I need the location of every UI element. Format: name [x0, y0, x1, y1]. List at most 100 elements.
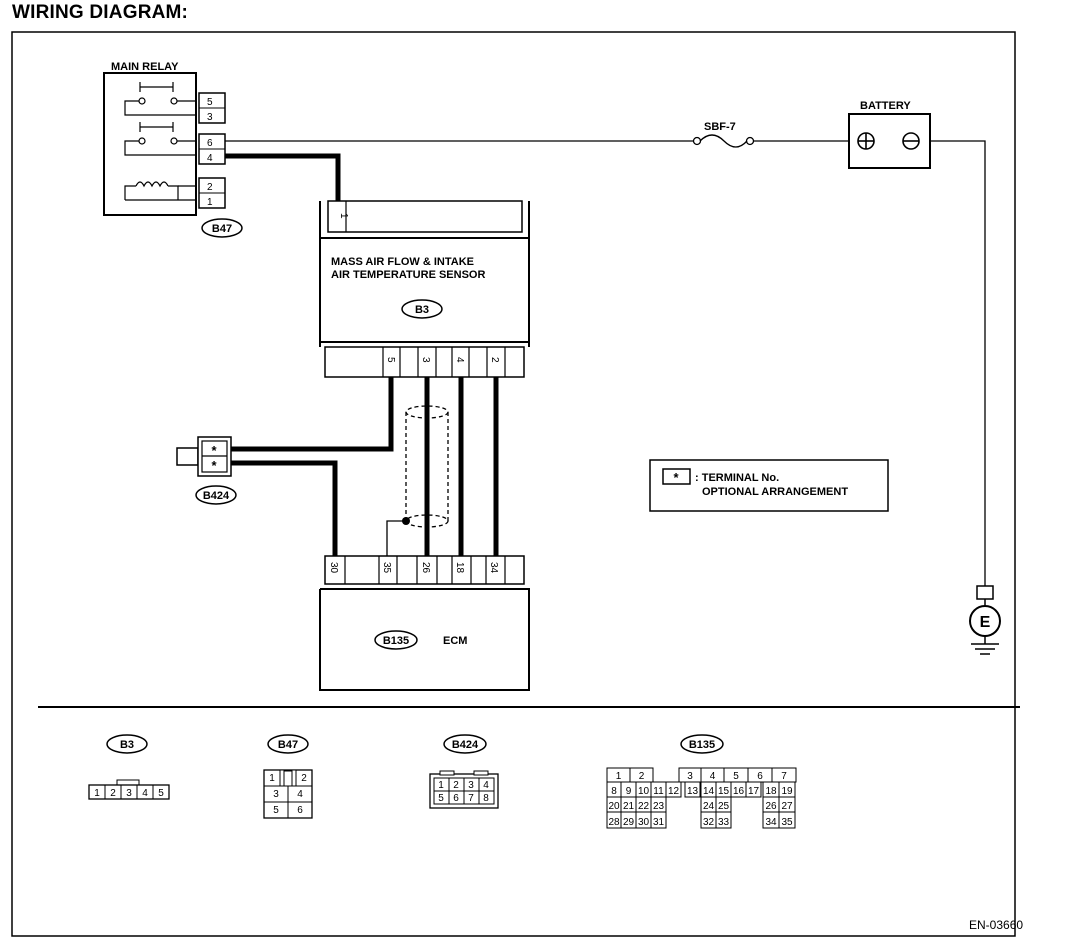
b135-cell-23: 23 [653, 801, 665, 812]
relay-pin-6: 6 [207, 138, 213, 149]
legend-line1: : TERMINAL No. [695, 472, 779, 484]
b135-cell-3: 3 [687, 771, 693, 782]
b424-pin-b: * [211, 458, 217, 473]
legend-line2: OPTIONAL ARRANGEMENT [702, 486, 848, 498]
b3-cell-3: 3 [126, 788, 132, 799]
b424-cell-3: 3 [468, 780, 474, 791]
page-title: WIRING DIAGRAM: [12, 2, 189, 23]
relay-pin-5: 5 [207, 97, 213, 108]
b135-cell-34: 34 [765, 817, 777, 828]
battery: BATTERY [848, 100, 931, 169]
ecm-pin-18: 18 [454, 562, 465, 574]
connector-view-b3: B3 1 2 3 4 5 [88, 734, 170, 800]
legend-symbol: * [673, 470, 679, 485]
b135-cell-19: 19 [781, 786, 793, 797]
b135-cell-17: 17 [748, 786, 760, 797]
b424-cell-6: 6 [453, 793, 459, 804]
b135-cell-6: 6 [757, 771, 763, 782]
b135-cell-frame [745, 781, 762, 798]
b135-connector-badge [374, 630, 418, 650]
b3-connector-badge [401, 299, 443, 319]
shielded-cable [386, 405, 449, 556]
b135-cell-26: 26 [765, 801, 777, 812]
footer-code: EN-03660 [969, 918, 1023, 932]
b3-cell-4: 4 [142, 788, 148, 799]
b135-cell-13: 13 [687, 786, 699, 797]
b135-cell-frame [665, 781, 682, 798]
b135-cell-frame [684, 781, 701, 798]
ecm-label: ECM [443, 635, 467, 647]
ecm: 30 35 26 18 34 B135 ECM [319, 555, 530, 691]
sensor-label-line2: AIR TEMPERATURE SENSOR [331, 269, 485, 281]
b135-cell-18: 18 [765, 786, 777, 797]
b135-cell-27: 27 [781, 801, 793, 812]
b47-cell-3: 3 [273, 789, 279, 800]
sensor-pin-5: 5 [385, 357, 396, 363]
b424-cell-8: 8 [483, 793, 489, 804]
sensor-pin-2: 2 [489, 357, 500, 363]
b424-cell-1: 1 [438, 780, 444, 791]
b135-cell-12: 12 [668, 786, 680, 797]
b47-cell-4: 4 [297, 789, 303, 800]
b47-view-badge [267, 734, 309, 754]
b135-cell-11: 11 [653, 786, 664, 797]
b135-cell-15: 15 [718, 786, 730, 797]
b424-view-label: B424 [452, 739, 479, 751]
b135-cell-1: 1 [616, 771, 622, 782]
b135-cell-8: 8 [611, 786, 617, 797]
b47-cell-6: 6 [297, 805, 303, 816]
wire-relay-to-sensor [225, 153, 341, 201]
relay-pin-4: 4 [207, 153, 213, 164]
b47-cell-5: 5 [273, 805, 279, 816]
b3-cell-5: 5 [158, 788, 164, 799]
b47-connector-label: B47 [212, 223, 232, 235]
b47-cell-2: 2 [301, 773, 307, 784]
b135-cell-14: 14 [703, 786, 715, 797]
b135-cell-30: 30 [638, 817, 650, 828]
mass-air-flow-sensor: 1 MASS AIR FLOW & INTAKE AIR TEMPERATURE… [319, 200, 530, 378]
ecm-pin-34: 34 [488, 562, 499, 574]
wire-b424-to-ecm30 [230, 460, 338, 556]
b424-pin-a: * [211, 443, 217, 458]
battery-plus-icon [857, 132, 875, 150]
b135-cell-frame [715, 811, 732, 829]
b424-connector-badge [195, 485, 237, 505]
b424-cell-5: 5 [438, 793, 444, 804]
b3-cell-1: 1 [94, 788, 100, 799]
b135-cell-frame [650, 811, 667, 829]
b424-view-badge [443, 734, 487, 754]
ground-e: E [969, 585, 1001, 655]
b3-view-badge [106, 734, 148, 754]
sensor-pin-3: 3 [420, 357, 431, 363]
b135-cell-16: 16 [733, 786, 745, 797]
b135-cell-35: 35 [781, 817, 793, 828]
battery-minus-icon [902, 132, 920, 150]
main-relay: MAIN RELAY 5 3 6 4 2 1 [103, 61, 243, 238]
b135-cell-frame [778, 811, 796, 829]
ecm-pin-26: 26 [420, 562, 431, 574]
fuse-sbf7: SBF-7 [692, 121, 755, 148]
ecm-pin-30: 30 [328, 562, 339, 574]
relay-pin-3: 3 [207, 112, 213, 123]
battery-label: BATTERY [860, 100, 911, 112]
ecm-pin-35: 35 [381, 562, 392, 574]
legend-box: * : TERMINAL No. OPTIONAL ARRANGEMENT [649, 459, 889, 512]
b3-connector-label: B3 [415, 304, 429, 316]
b424-cell-4: 4 [483, 780, 489, 791]
b135-cell-22: 22 [638, 801, 650, 812]
ground-label: E [980, 614, 991, 631]
b135-cell-29: 29 [623, 817, 635, 828]
wire-sensor5-to-b424 [230, 377, 394, 452]
b135-cell-21: 21 [623, 801, 635, 812]
wire-battery-ground [930, 140, 986, 586]
b135-cell-28: 28 [608, 817, 620, 828]
b135-cell-10: 10 [638, 786, 650, 797]
b135-cell-25: 25 [718, 801, 730, 812]
diagram-frame [11, 31, 1016, 937]
sensor-label-line1: MASS AIR FLOW & INTAKE [331, 256, 474, 268]
connector-view-b47: B47 1 2 3 4 5 6 [263, 734, 313, 819]
b135-cell-9: 9 [626, 786, 632, 797]
fuse-label: SBF-7 [704, 121, 736, 133]
